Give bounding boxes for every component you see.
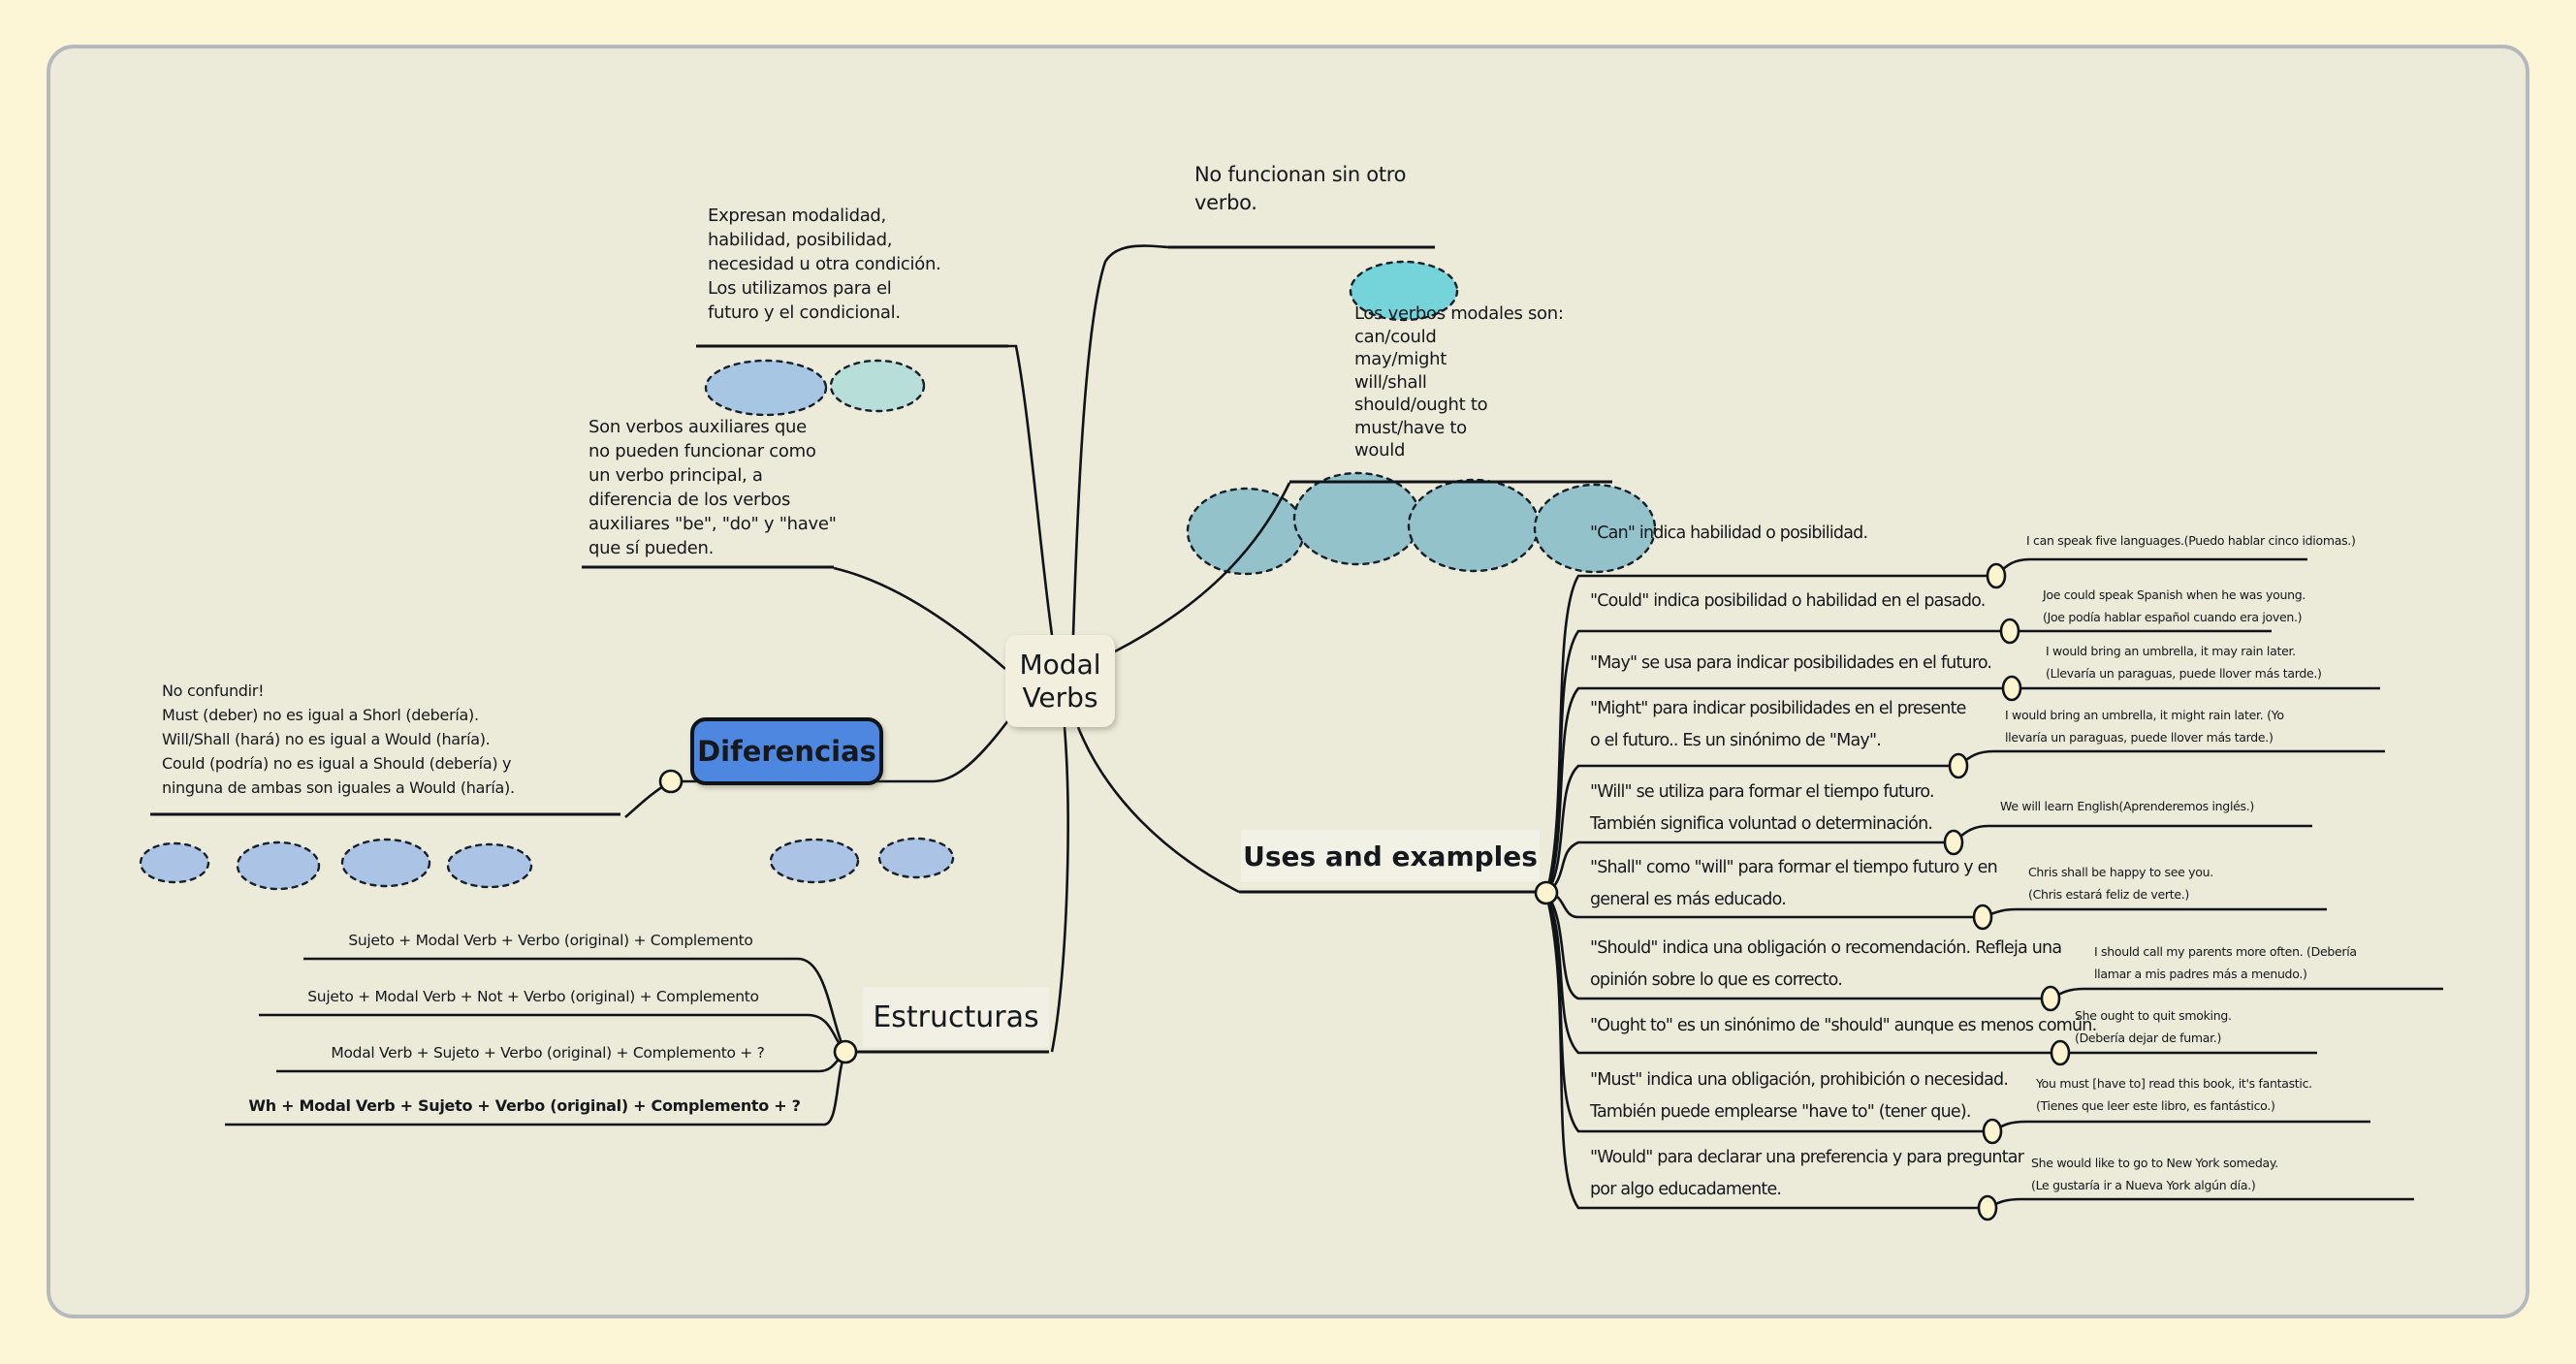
use-would-description: "Would" para declarar una preferencia y … [1590, 1148, 2024, 1199]
blue-accent-ellipse [877, 837, 955, 879]
use-will-example: We will learn English(Aprenderemos inglé… [2000, 799, 2254, 813]
use-could-description: "Could" indica posibilidad o habilidad e… [1590, 591, 1986, 611]
diferencias-label: Diferencias [697, 735, 876, 768]
uses-branches [1239, 574, 2060, 1210]
structure-negative: Sujeto + Modal Verb + Not + Verbo (origi… [307, 988, 759, 1005]
structure-wh-question: Wh + Modal Verb + Sujeto + Verbo (origin… [248, 1096, 801, 1115]
root-connectors [624, 244, 1291, 1053]
use-shall-description: "Shall" como "will" para formar el tiemp… [1590, 858, 1998, 909]
blue-accent-ellipse [139, 841, 210, 884]
use-can-description: "Can" indica habilidad o posibilidad. [1590, 523, 1868, 543]
estructuras-label-text: Estructuras [873, 999, 1039, 1034]
use-might-example: I would bring an umbrella, it might rain… [2005, 708, 2284, 745]
cloud-underlines [150, 245, 1612, 816]
cloud-auxiliary-text: Son verbos auxiliares que no pueden func… [588, 417, 837, 558]
teal-accent-circle [1186, 487, 1306, 576]
cloud-definition-text: Expresan modalidad, habilidad, posibilid… [708, 206, 941, 323]
blue-accent-ellipse [769, 838, 860, 884]
use-shall-example: Chris shall be happy to see you. (Chris … [2028, 865, 2213, 902]
topic-diferencias[interactable]: Diferencias [690, 717, 883, 785]
use-must-description: "Must" indica una obligación, prohibició… [1590, 1070, 2009, 1122]
blue-accent-ellipse [236, 841, 321, 891]
teal-accent-circle [1533, 483, 1657, 574]
root-topic-label: Modal Verbs [1019, 648, 1101, 714]
cyan-accent-ellipse [1349, 260, 1459, 322]
blue-accent-ellipse [446, 842, 533, 889]
blue-accent-ellipse [704, 359, 828, 417]
use-may-example: I would bring an umbrella, it may rain l… [2046, 644, 2322, 681]
root-topic-modal-verbs[interactable]: Modal Verbs [1005, 635, 1115, 727]
structure-question: Modal Verb + Sujeto + Verbo (original) +… [331, 1044, 765, 1062]
use-should-description: "Should" indica una obligación o recomen… [1590, 938, 2062, 990]
turquoise-accent-ellipse [829, 359, 926, 413]
cloud-no-confuse-text: No confundir! Must (deber) no es igual a… [162, 682, 515, 797]
use-must-example: You must [have to] read this book, it's … [2036, 1076, 2312, 1113]
use-will-description: "Will" se utiliza para formar el tiempo … [1590, 782, 1935, 834]
cloud-no-function-text: No funcionan sin otro verbo. [1194, 163, 1407, 214]
teal-accent-circle [1407, 478, 1541, 573]
use-may-description: "May" se usa para indicar posibilidades … [1590, 653, 1992, 673]
topic-uses-and-examples[interactable]: Uses and examples [1241, 830, 1540, 882]
use-ought-to-example: She ought to quit smoking. (Debería deja… [2075, 1008, 2232, 1045]
blue-accent-ellipse [340, 838, 431, 888]
topic-estructuras[interactable]: Estructuras [863, 987, 1049, 1047]
use-can-example: I can speak five languages.(Puedo hablar… [2026, 533, 2356, 548]
use-could-example: Joe could speak Spanish when he was youn… [2043, 587, 2306, 624]
use-might-description: "Might" para indicar posibilidades en el… [1590, 699, 1966, 750]
use-ought-to-description: "Ought to" es un sinónimo de "should" au… [1590, 1016, 2097, 1035]
junction-dots[interactable] [658, 562, 2071, 1221]
use-would-example: She would like to go to New York someday… [2031, 1156, 2278, 1192]
teal-accent-circle [1292, 471, 1422, 566]
use-should-example: I should call my parents more often. (De… [2094, 944, 2357, 981]
cloud-modal-list-text: Los verbos modales son: can/could may/mi… [1354, 303, 1564, 460]
structure-affirmative: Sujeto + Modal Verb + Verbo (original) +… [348, 932, 753, 949]
uses-label-text: Uses and examples [1243, 840, 1538, 872]
